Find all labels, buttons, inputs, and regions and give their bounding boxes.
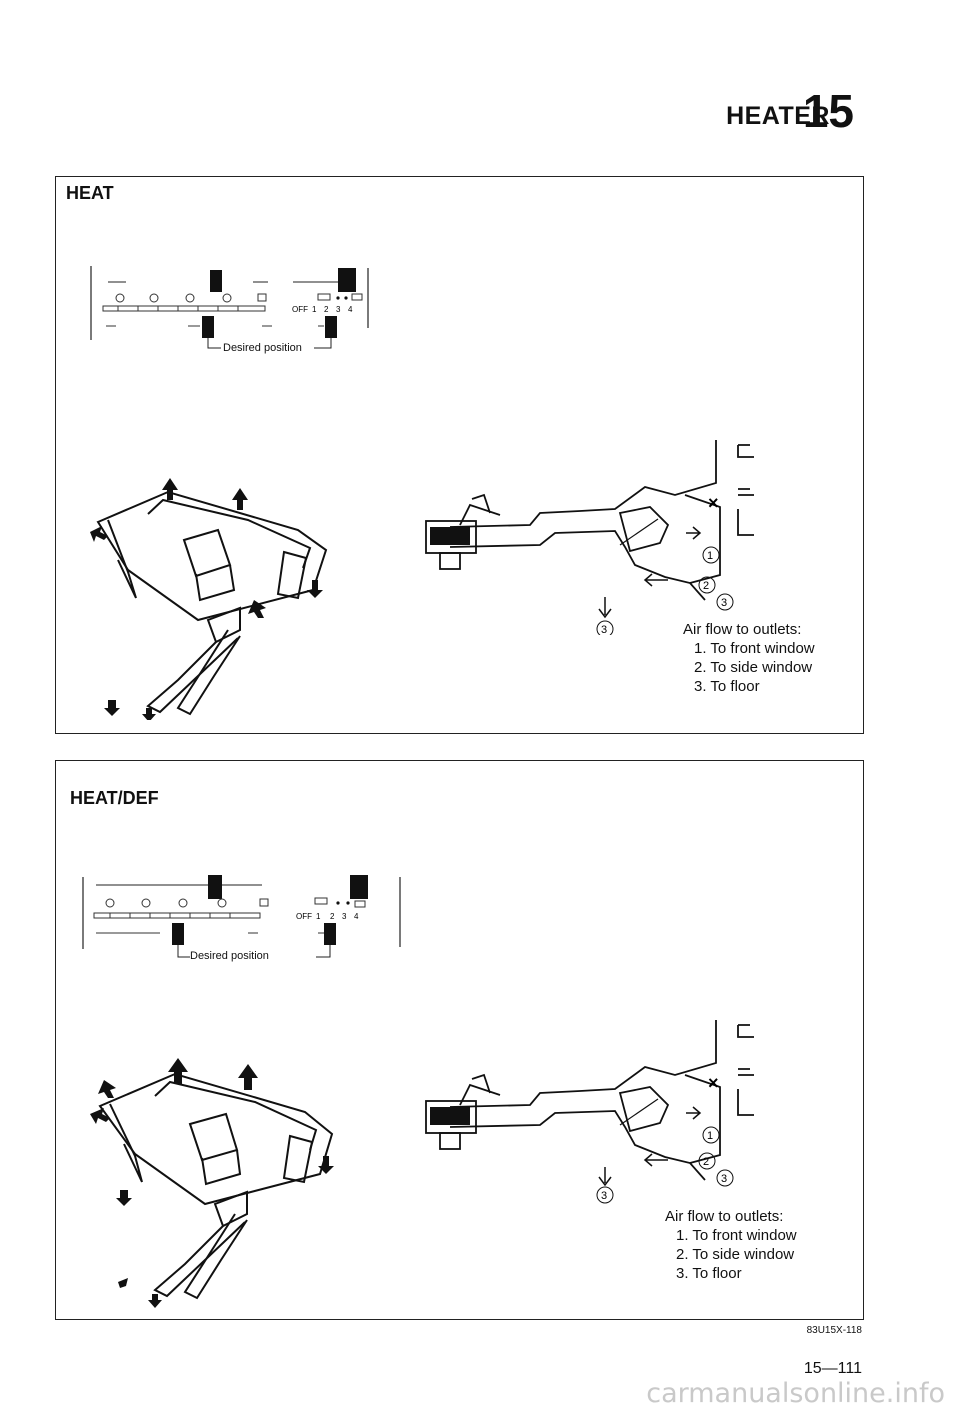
svg-text:3: 3 (721, 597, 727, 609)
svg-text:2: 2 (330, 912, 335, 921)
heatdef-airflow-legend: Air flow to outlets: 1. To front window … (665, 1207, 797, 1283)
svg-text:1: 1 (707, 1130, 713, 1142)
svg-text:2: 2 (703, 1156, 709, 1168)
heat-dashboard-illustration (90, 478, 328, 720)
heat-panel-title: HEAT (66, 183, 114, 203)
airflow-legend-title: Air flow to outlets: (665, 1208, 784, 1225)
svg-text:3: 3 (721, 1173, 727, 1185)
desired-position-label: Desired position (190, 950, 269, 962)
watermark: carmanualsonline.info (646, 1378, 945, 1409)
svg-text:2: 2 (703, 580, 709, 592)
figure-code: 83U15X-118 (806, 1325, 862, 1336)
svg-text:1: 1 (707, 550, 713, 562)
desired-position-label: Desired position (223, 342, 302, 354)
airflow-item: 3. To floor (676, 1265, 742, 1282)
chapter-title: HEATER (726, 102, 830, 130)
mode-icons (115, 293, 363, 303)
fan-off-label: OFF (292, 305, 308, 314)
airflow-legend-title: Air flow to outlets: (683, 621, 802, 638)
airflow-item: 2. To side window (676, 1246, 795, 1263)
svg-text:×: × (708, 1073, 719, 1093)
heatdef-panel-title: HEAT/DEF (70, 788, 159, 808)
svg-text:3: 3 (601, 624, 607, 635)
heat-panel (55, 176, 864, 734)
chapter-number: 15 (802, 85, 854, 137)
heatdef-control-panel-diagram: OFF 1 2 3 4 (82, 875, 401, 958)
heatdef-panel (55, 760, 864, 1320)
heat-control-panel-diagram: OFF 1 2 3 4 (90, 266, 369, 349)
svg-text:1: 1 (316, 912, 321, 921)
heatdef-dashboard-illustration (90, 1058, 334, 1308)
airflow-item: 3. To floor (694, 678, 760, 695)
svg-text:3: 3 (601, 1190, 607, 1202)
heatdef-airflow-schematic: × 1 2 3 3 (425, 1020, 754, 1204)
svg-text:3: 3 (342, 912, 347, 921)
page-number: 15—111 (803, 1360, 862, 1377)
fan-off-label: OFF (296, 912, 312, 921)
svg-text:1: 1 (312, 305, 317, 314)
airflow-item: 2. To side window (694, 659, 813, 676)
svg-text:2: 2 (324, 305, 329, 314)
svg-text:×: × (708, 493, 719, 513)
heat-airflow-legend: Air flow to outlets: 1. To front window … (683, 620, 815, 696)
svg-text:4: 4 (348, 305, 353, 314)
svg-text:4: 4 (354, 912, 359, 921)
heat-airflow-schematic: × 1 2 3 3 (425, 440, 754, 635)
svg-text:3: 3 (336, 305, 341, 314)
airflow-item: 1. To front window (676, 1227, 797, 1244)
airflow-item: 1. To front window (694, 640, 815, 657)
